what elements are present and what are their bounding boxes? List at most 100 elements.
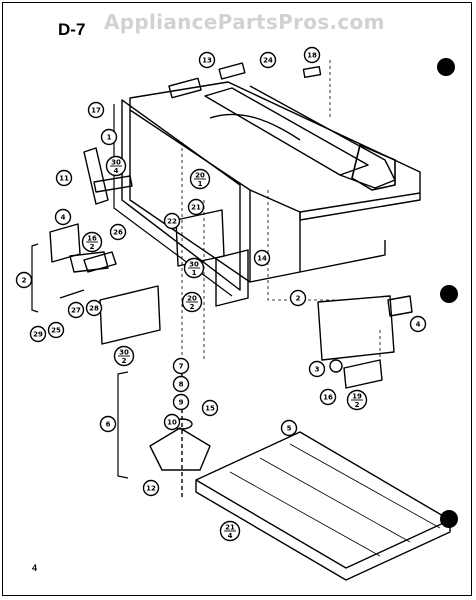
callout-text: 10 [167, 419, 177, 427]
callout-c5: 5 [280, 419, 298, 437]
callout-text: 20 [187, 295, 197, 303]
cabinet-rear-wall [249, 190, 301, 283]
callout-c21b: 214 [219, 520, 241, 542]
callout-text: 3 [315, 366, 320, 374]
control-panel-2 [317, 295, 395, 361]
brace-6 [117, 371, 129, 479]
callout-circle [29, 325, 47, 343]
callout-c14: 14 [253, 249, 271, 267]
callout-circle [280, 419, 298, 437]
callout-text: 27 [71, 307, 81, 315]
callout-text: 24 [263, 57, 273, 65]
callout-text: 1 [107, 134, 112, 142]
callout-text: 4 [61, 214, 66, 222]
callout-circle [142, 479, 160, 497]
fan-blade-6 [149, 427, 211, 471]
callout-text: 15 [205, 405, 215, 413]
callout-c1: 1 [100, 128, 118, 146]
callout-c30a: 304 [105, 155, 127, 177]
callout-c3: 3 [308, 360, 326, 378]
callout-c18: 18 [303, 46, 321, 64]
callout-circle [163, 212, 181, 230]
callout-text: 2 [90, 243, 95, 251]
callout-text: 18 [307, 52, 317, 60]
binder-hole-top [437, 58, 455, 76]
callout-circle [172, 375, 190, 393]
cabinet-side-frame [121, 99, 241, 291]
base-pan-grid [229, 443, 441, 557]
callout-circle [409, 315, 427, 333]
watermark: AppliancePartsPros.com [104, 10, 385, 34]
knob-3 [329, 359, 343, 373]
plate-4 [49, 223, 81, 263]
diagram-frame [2, 2, 472, 596]
callout-c16b: 16 [319, 388, 337, 406]
callout-text: 13 [202, 57, 212, 65]
callout-text: 9 [179, 399, 184, 407]
callout-text: 5 [287, 425, 292, 433]
callout-circle [100, 128, 118, 146]
callout-c29: 29 [29, 325, 47, 343]
fan-scroll [209, 113, 301, 141]
callout-c28: 28 [85, 299, 103, 317]
callout-text: 14 [257, 255, 267, 263]
callout-c27: 27 [67, 301, 85, 319]
callout-text: 4 [416, 321, 421, 329]
callout-circle [67, 301, 85, 319]
callout-c10: 10 [163, 413, 181, 431]
callout-text: 30 [111, 159, 121, 167]
callout-text: 2 [190, 303, 195, 311]
callout-text: 30 [189, 261, 199, 269]
callout-text: 2 [296, 295, 301, 303]
callout-circle [99, 415, 117, 433]
callout-text: 22 [167, 218, 177, 226]
mount-16 [69, 251, 109, 273]
callout-circle [163, 413, 181, 431]
callout-c30c: 302 [113, 345, 135, 367]
page-number: 4 [32, 563, 38, 573]
callout-circle [319, 388, 337, 406]
callout-circle [303, 46, 321, 64]
callout-text: 4 [228, 532, 233, 540]
callout-text: 21 [225, 524, 235, 532]
mount-plate-14 [215, 249, 249, 307]
center-bracket [175, 209, 225, 267]
callout-text: 6 [106, 421, 111, 429]
callout-text: 28 [89, 305, 99, 313]
callout-c30b: 301 [183, 257, 205, 279]
callout-circle [85, 299, 103, 317]
callout-c17: 17 [87, 101, 105, 119]
callout-c2b: 2 [289, 289, 307, 307]
callout-c22: 22 [163, 212, 181, 230]
bracket-26 [83, 251, 117, 273]
callout-text: 1 [192, 269, 197, 277]
callout-c26: 26 [109, 223, 127, 241]
callout-c12: 12 [142, 479, 160, 497]
callout-text: 11 [59, 175, 69, 183]
cabinet-top-edge [299, 193, 421, 221]
callout-c20b: 202 [181, 291, 203, 313]
callout-text: 25 [51, 327, 61, 335]
bracket-13 [168, 77, 202, 99]
callout-circle [172, 393, 190, 411]
callout-c16a: 162 [81, 231, 103, 253]
switch-bracket [99, 285, 161, 345]
callout-circle [47, 321, 65, 339]
callout-c20a: 201 [189, 168, 211, 190]
callout-c24: 24 [259, 51, 277, 69]
callout-text: 1 [198, 180, 203, 188]
brace-2 [31, 243, 39, 313]
callout-circle [55, 169, 73, 187]
front-bezel-frame [113, 104, 233, 297]
callout-c7: 7 [172, 357, 190, 375]
spring-27 [59, 289, 85, 299]
callout-text: 2 [22, 277, 27, 285]
plate-4-right [387, 295, 413, 317]
base-pan-5 [195, 431, 451, 569]
callout-circle [253, 249, 271, 267]
callout-c13: 13 [198, 51, 216, 69]
callout-c11: 11 [55, 169, 73, 187]
callout-text: 30 [119, 349, 129, 357]
callout-text: 2 [122, 357, 127, 365]
